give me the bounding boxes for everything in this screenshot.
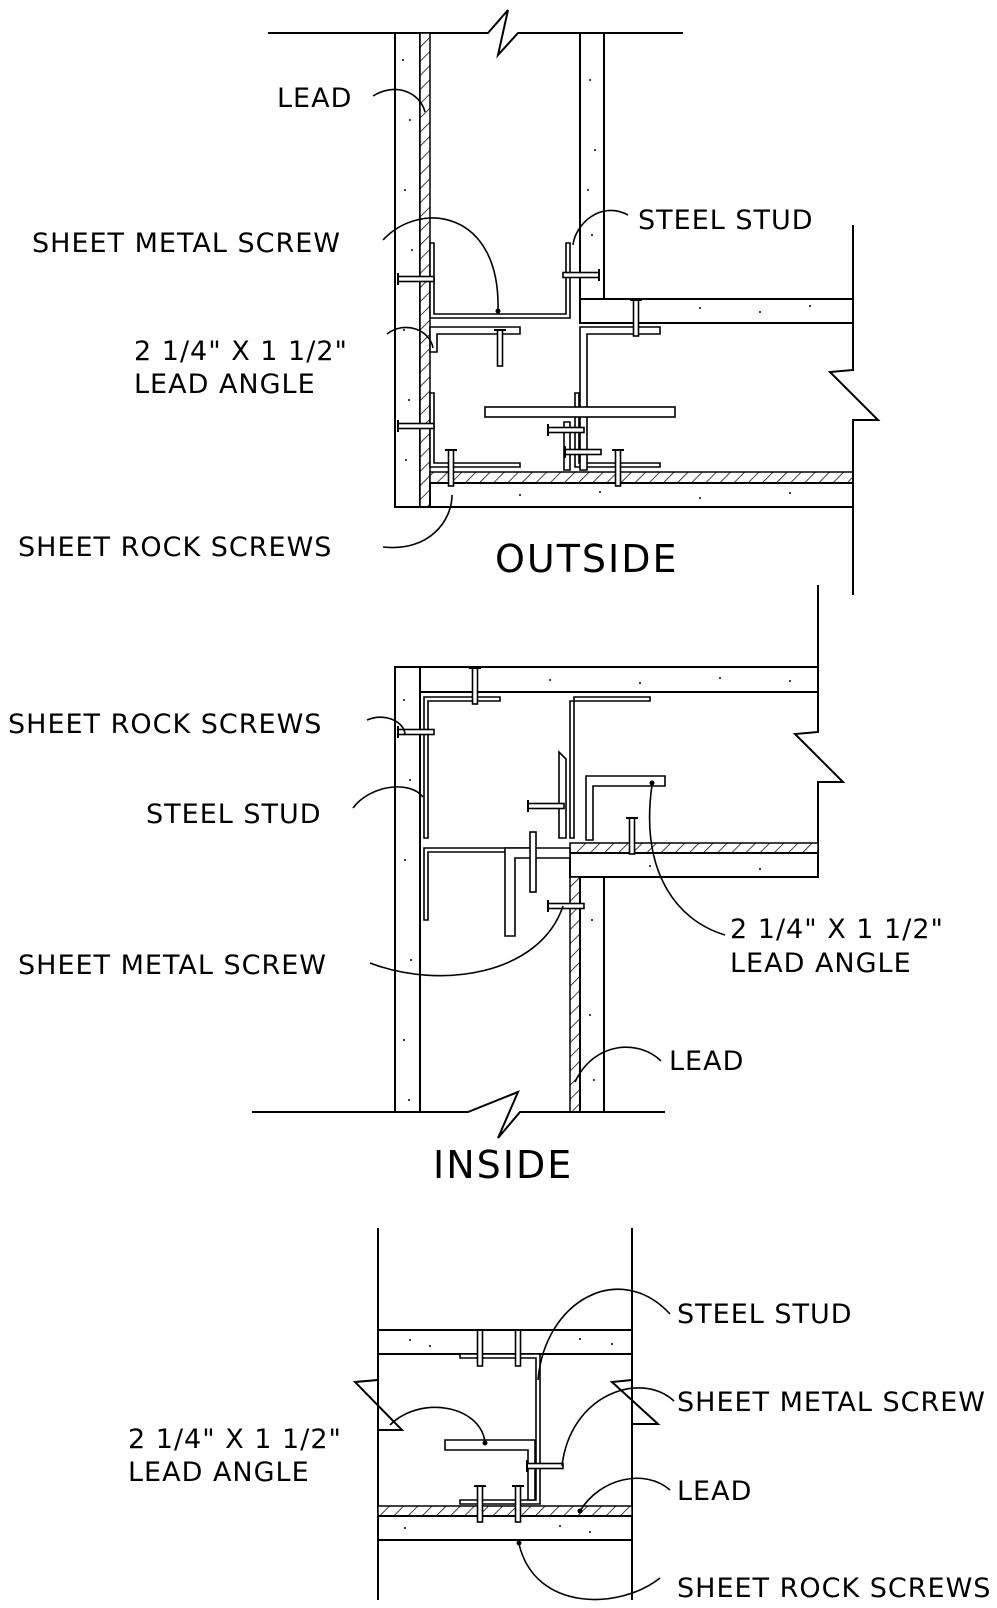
leader-lead: [574, 1046, 662, 1083]
label-steel-stud: STEEL STUD: [638, 205, 814, 236]
label-sheet-rock-screws: SHEET ROCK SCREWS: [677, 1573, 991, 1604]
stipple: [404, 1338, 613, 1533]
label-lead-angle: LEAD ANGLE: [134, 369, 316, 400]
leader-steel-stud: [537, 1288, 671, 1381]
label-sheet-rock-screws: SHEET ROCK SCREWS: [18, 532, 332, 563]
label-steel-stud: STEEL STUD: [146, 799, 322, 830]
break-line: [352, 1379, 405, 1431]
lead-angle: [558, 750, 567, 839]
leader-sheet-rock-screws: [366, 716, 406, 736]
gypsum-board-right: [579, 32, 605, 300]
lead-angle: [579, 326, 661, 471]
stipple: [403, 677, 791, 1101]
break-line: [252, 1090, 665, 1139]
leader-lead: [372, 88, 426, 113]
leader-sheet-metal-screw: [382, 217, 499, 310]
lead-angle: [504, 847, 571, 937]
gypsum-board-mid: [569, 852, 819, 878]
label-sheet-metal-screw: SHEET METAL SCREW: [32, 228, 341, 259]
label-lead-angle-size: 2 1/4" X 1 1/2": [128, 1424, 342, 1455]
leader-steel-stud: [352, 786, 424, 809]
break-line: [609, 1379, 661, 1425]
stipple: [402, 59, 811, 499]
lead-sheet-mid: [569, 842, 819, 854]
caption-inside: INSIDE: [433, 1143, 573, 1187]
caption-outside: OUTSIDE: [495, 537, 679, 581]
leader-sheet-metal-screw: [369, 905, 564, 977]
leader-sheet-rock-screws: [518, 1543, 661, 1601]
gypsum-board-upper: [579, 298, 854, 324]
leader-lead-angle: [386, 326, 434, 349]
break-line: [827, 225, 881, 595]
steel-stud: [529, 831, 537, 893]
steel-stud: [429, 392, 521, 468]
leader-lead-angle: [648, 784, 726, 936]
leader-sheet-metal-screw: [561, 1387, 675, 1467]
inside-corner-detail: SHEET ROCK SCREWS STEEL STUD SHEET METAL…: [8, 585, 944, 1187]
label-lead-angle: LEAD ANGLE: [128, 1457, 310, 1488]
gypsum-board-bottom: [377, 1515, 633, 1541]
gypsum-board-top: [377, 1329, 633, 1355]
label-lead: LEAD: [677, 1476, 752, 1507]
label-sheet-rock-screws: SHEET ROCK SCREWS: [8, 709, 322, 740]
label-lead: LEAD: [277, 83, 352, 114]
leader-lead: [579, 1477, 671, 1512]
lead-angle: [585, 775, 666, 841]
gypsum-board-left: [394, 32, 421, 508]
lead-angle: [444, 1439, 536, 1501]
leader-steel-stud: [572, 209, 629, 246]
gypsum-board-left: [394, 666, 421, 1113]
gypsum-board-top: [419, 666, 819, 693]
lead-angle: [429, 326, 521, 353]
lead-sheet-bottom: [377, 1505, 633, 1517]
label-sheet-metal-screw: SHEET METAL SCREW: [18, 950, 327, 981]
steel-stud: [569, 696, 651, 839]
leader-sheet-rock-screws: [382, 494, 453, 549]
leader-lead-angle: [389, 1406, 486, 1443]
label-lead-angle-size: 2 1/4" X 1 1/2": [134, 336, 348, 367]
tee-junction-detail: STEEL STUD SHEET METAL SCREW 2 1/4" X 1 …: [128, 1228, 991, 1604]
label-lead: LEAD: [669, 1046, 744, 1077]
steel-stud: [429, 242, 571, 319]
steel-stud: [574, 392, 661, 468]
lead-sheet-bottom: [429, 471, 854, 484]
break-line: [792, 585, 846, 877]
gypsum-board-bottom: [429, 482, 854, 508]
steel-stud: [423, 696, 501, 839]
lead-angle: [484, 406, 676, 418]
steel-stud: [459, 1353, 541, 1505]
label-sheet-metal-screw: SHEET METAL SCREW: [677, 1387, 986, 1418]
label-lead-angle: LEAD ANGLE: [730, 948, 912, 979]
outside-corner-detail: LEAD STEEL STUD SHEET METAL SCREW 2 1/4"…: [18, 9, 881, 595]
break-line: [268, 9, 683, 59]
gypsum-board-vertical: [579, 876, 605, 1113]
label-lead-angle-size: 2 1/4" X 1 1/2": [730, 914, 944, 945]
label-steel-stud: STEEL STUD: [677, 1299, 853, 1330]
